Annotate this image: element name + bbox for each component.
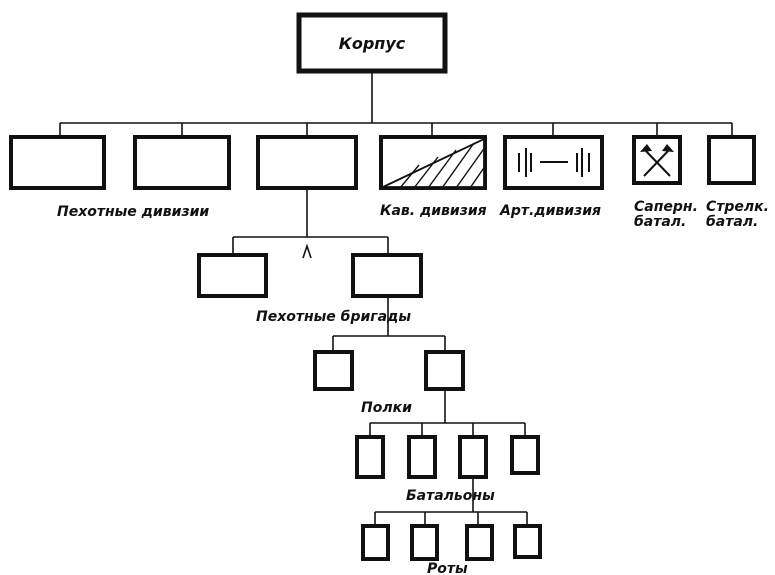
brigades-label: Пехотные бригады xyxy=(256,309,411,325)
cavalry-hatch-icon xyxy=(382,137,486,188)
battalion-box xyxy=(510,435,540,475)
battalion-box xyxy=(458,435,488,479)
brigade-box xyxy=(197,253,268,298)
regiment-box xyxy=(424,350,465,391)
artillery-division-label: Арт.дивизия xyxy=(499,203,601,219)
company-box xyxy=(361,524,390,561)
company-box xyxy=(513,524,542,559)
artillery-division-box xyxy=(503,135,604,190)
rifle-battalion-box xyxy=(707,135,756,185)
company-box xyxy=(410,524,439,561)
crossed-tools-icon xyxy=(640,144,674,177)
company-box xyxy=(465,524,494,561)
corps-box xyxy=(296,12,448,74)
rifle-battalion-label: Стрелк. xyxy=(706,199,769,215)
sapper-battalion-box xyxy=(632,135,682,185)
infantry-divisions-label: Пехотные дивизии xyxy=(57,204,209,220)
corps-label: Корпус xyxy=(339,34,406,53)
connectors xyxy=(59,70,733,526)
battalion-box xyxy=(355,435,385,479)
infantry-division-box xyxy=(256,135,358,190)
companies-label: Роты xyxy=(427,561,468,575)
infantry-division-box xyxy=(9,135,106,190)
infantry-division-box xyxy=(133,135,231,190)
sapper-battalion-label: Саперн. xyxy=(634,199,698,215)
cavalry-division-label: Кав. дивизия xyxy=(380,203,487,219)
regiment-box xyxy=(313,350,354,391)
regiments-label: Полки xyxy=(361,400,412,416)
cavalry-division-box xyxy=(379,135,487,190)
sapper-battalion-label: батал. xyxy=(634,214,686,230)
battalions-label: Батальоны xyxy=(406,488,495,504)
artillery-symbol-icon xyxy=(518,148,590,177)
brigade-box xyxy=(351,253,423,298)
rifle-battalion-label: батал. xyxy=(706,214,758,230)
battalion-box xyxy=(407,435,437,479)
division-connector-arrow xyxy=(302,243,312,259)
